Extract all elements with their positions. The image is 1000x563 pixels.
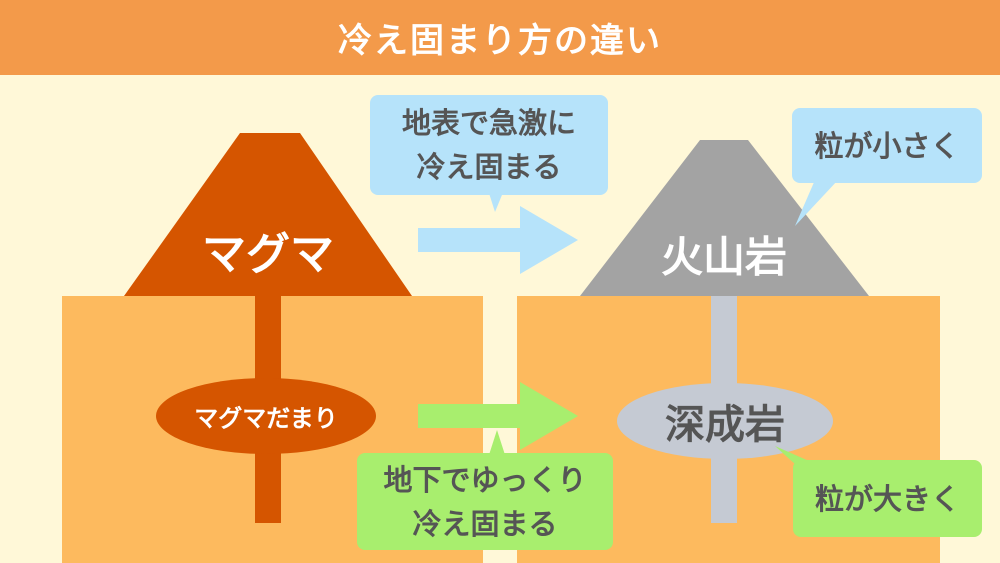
arrow-icon [418,382,578,450]
volcanic-rock-volcano [580,140,869,296]
callout-line: 粒が大きく [814,481,960,516]
callout-tail [795,180,838,226]
small-grain-callout: 粒が小さく [792,108,982,183]
volcanic-rock-label: 火山岩 [660,232,788,282]
callout-line: 冷え固まる [412,506,558,541]
callout-line: 地下でゆっくり [383,462,587,497]
callout-line: 粒が小さく [814,128,960,163]
arrow-icon [418,206,578,274]
title-bar: 冷え固まり方の違い [0,0,1000,75]
callout-line: 冷え固まる [416,150,562,184]
magma-label: マグマ [202,229,334,280]
magma-chamber [156,378,376,454]
large-grain-callout: 粒が大きく [793,460,982,537]
callout-line: 地表で急激に [401,106,576,140]
surface-cooling-callout: 地表で急激に 冷え固まる [370,95,608,195]
underground-cooling-callout: 地下でゆっくり 冷え固まる [357,453,613,550]
page-title: 冷え固まり方の違い [338,21,662,61]
magma-chamber-label: マグマだまり [194,404,338,433]
plutonic-rock-label: 深成岩 [665,402,785,448]
plutonic-rock-body [617,383,833,459]
callout-tail [488,430,506,458]
magma-volcano [124,133,412,296]
callout-tail [488,190,504,212]
